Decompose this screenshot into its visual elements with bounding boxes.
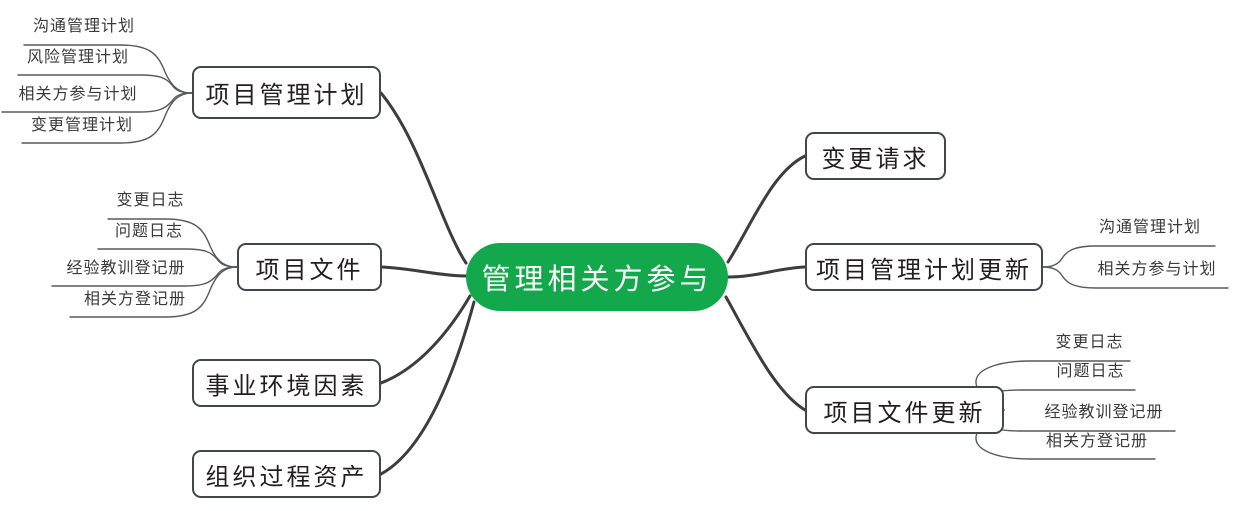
node-label: 组织过程资产 — [205, 463, 368, 491]
leaf-label: 相关方参与计划 — [1097, 261, 1217, 278]
leaf-pm-plan-change-management[interactable]: 变更管理计划 — [22, 111, 142, 138]
connector-center-to-eef — [379, 294, 472, 385]
leaf-doc-updates-change-log[interactable]: 变更日志 — [1047, 328, 1132, 355]
leaf-project-docs-change-log[interactable]: 变更日志 — [108, 186, 193, 213]
node-label: 项目管理计划更新 — [816, 256, 1032, 284]
leaf-label: 经验教训登记册 — [66, 260, 186, 277]
node-label: 事业环境因素 — [205, 372, 368, 400]
leaf-label: 问题日志 — [114, 223, 183, 240]
node-label: 项目文件 — [255, 256, 364, 284]
leaf-label: 相关方参与计划 — [18, 86, 138, 103]
node-organizational-process-assets[interactable]: 组织过程资产 — [192, 450, 381, 498]
node-project-management-plan-updates[interactable]: 项目管理计划更新 — [805, 243, 1043, 291]
leaf-pm-plan-updates-communications[interactable]: 沟通管理计划 — [1090, 213, 1210, 240]
node-enterprise-environmental-factors[interactable]: 事业环境因素 — [192, 359, 381, 407]
leaf-pm-plan-communications[interactable]: 沟通管理计划 — [24, 12, 144, 39]
leaf-pm-plan-stakeholder-engagement[interactable]: 相关方参与计划 — [2, 80, 154, 107]
connector-center-to-doc-updates — [724, 295, 807, 412]
connector-center-to-project-docs — [379, 265, 468, 278]
leaf-label: 变更日志 — [116, 192, 185, 209]
connector-center-to-pm-plan — [379, 91, 468, 265]
leaf-label: 沟通管理计划 — [32, 18, 135, 35]
leaf-label: 相关方登记册 — [1045, 433, 1148, 450]
center-node-label: 管理相关方参与 — [481, 264, 713, 296]
leaf-project-docs-lessons-learned-register[interactable]: 经验教训登记册 — [52, 254, 200, 281]
node-project-management-plan[interactable]: 项目管理计划 — [192, 66, 381, 119]
leaf-label: 风险管理计划 — [26, 49, 129, 66]
leaf-doc-updates-lessons-learned-register[interactable]: 经验教训登记册 — [1030, 398, 1178, 425]
node-label: 项目管理计划 — [205, 82, 368, 109]
node-project-documents-updates[interactable]: 项目文件更新 — [805, 386, 1004, 434]
node-label: 变更请求 — [821, 145, 930, 173]
leaf-pm-plan-risk[interactable]: 风险管理计划 — [18, 43, 138, 70]
connector-center-to-opa — [379, 300, 476, 476]
leaf-label: 变更日志 — [1055, 334, 1124, 351]
leaf-label: 变更管理计划 — [30, 117, 133, 134]
leaf-project-docs-stakeholder-register[interactable]: 相关方登记册 — [70, 285, 200, 312]
connector-center-to-change-request — [726, 154, 807, 264]
leaf-pm-plan-updates-stakeholder-engagement[interactable]: 相关方参与计划 — [1082, 255, 1232, 282]
node-project-documents[interactable]: 项目文件 — [237, 243, 382, 291]
leaf-label: 沟通管理计划 — [1098, 219, 1201, 236]
leaf-label: 经验教训登记册 — [1044, 404, 1164, 421]
node-change-requests[interactable]: 变更请求 — [805, 132, 946, 180]
center-node[interactable]: 管理相关方参与 — [466, 243, 728, 311]
leaf-label: 问题日志 — [1056, 363, 1125, 380]
leaf-doc-updates-issue-log[interactable]: 问题日志 — [1043, 357, 1138, 384]
node-label: 项目文件更新 — [823, 399, 986, 427]
connector-center-to-pm-plan-updates — [726, 265, 807, 279]
leaf-label: 相关方登记册 — [83, 291, 186, 308]
leaf-project-docs-issue-log[interactable]: 问题日志 — [98, 217, 200, 244]
leaf-doc-updates-stakeholder-register[interactable]: 相关方登记册 — [1032, 427, 1162, 454]
